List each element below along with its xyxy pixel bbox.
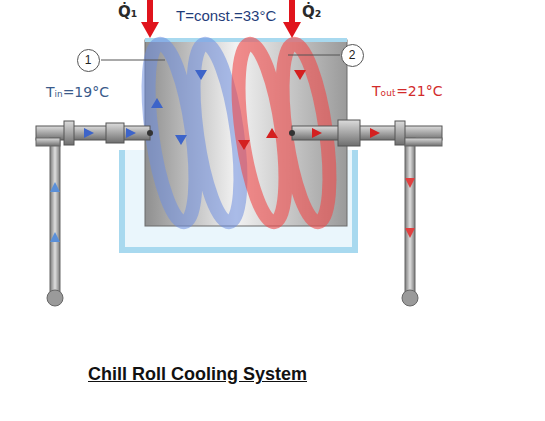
outlet-temperature: Tₒᵤₜ=21°C xyxy=(372,83,442,99)
supply-pipe xyxy=(50,138,60,293)
inlet-temperature: Tᵢₙ=19°C xyxy=(46,84,109,100)
flow-arrows xyxy=(151,70,306,150)
leader-line xyxy=(101,60,165,61)
heat-flow-label: Q̇₁ xyxy=(118,3,137,21)
callout-number: 1 xyxy=(85,53,92,67)
heat-flow-arrows xyxy=(141,0,301,38)
callout-circle: 1 xyxy=(77,49,100,72)
return-pipe xyxy=(405,138,415,293)
bearing xyxy=(106,123,124,143)
heat-flow-label: Q̇₂ xyxy=(302,3,321,21)
rotary-joint xyxy=(395,121,405,145)
diagram-caption: Chill Roll Cooling System xyxy=(88,364,307,385)
leader-line xyxy=(288,55,340,56)
temperature-label: T=const.=33°C xyxy=(176,7,276,24)
rotary-joint xyxy=(64,121,74,145)
callout-circle: 2 xyxy=(341,44,364,67)
callout-number: 2 xyxy=(349,48,356,62)
bearing xyxy=(338,120,360,146)
